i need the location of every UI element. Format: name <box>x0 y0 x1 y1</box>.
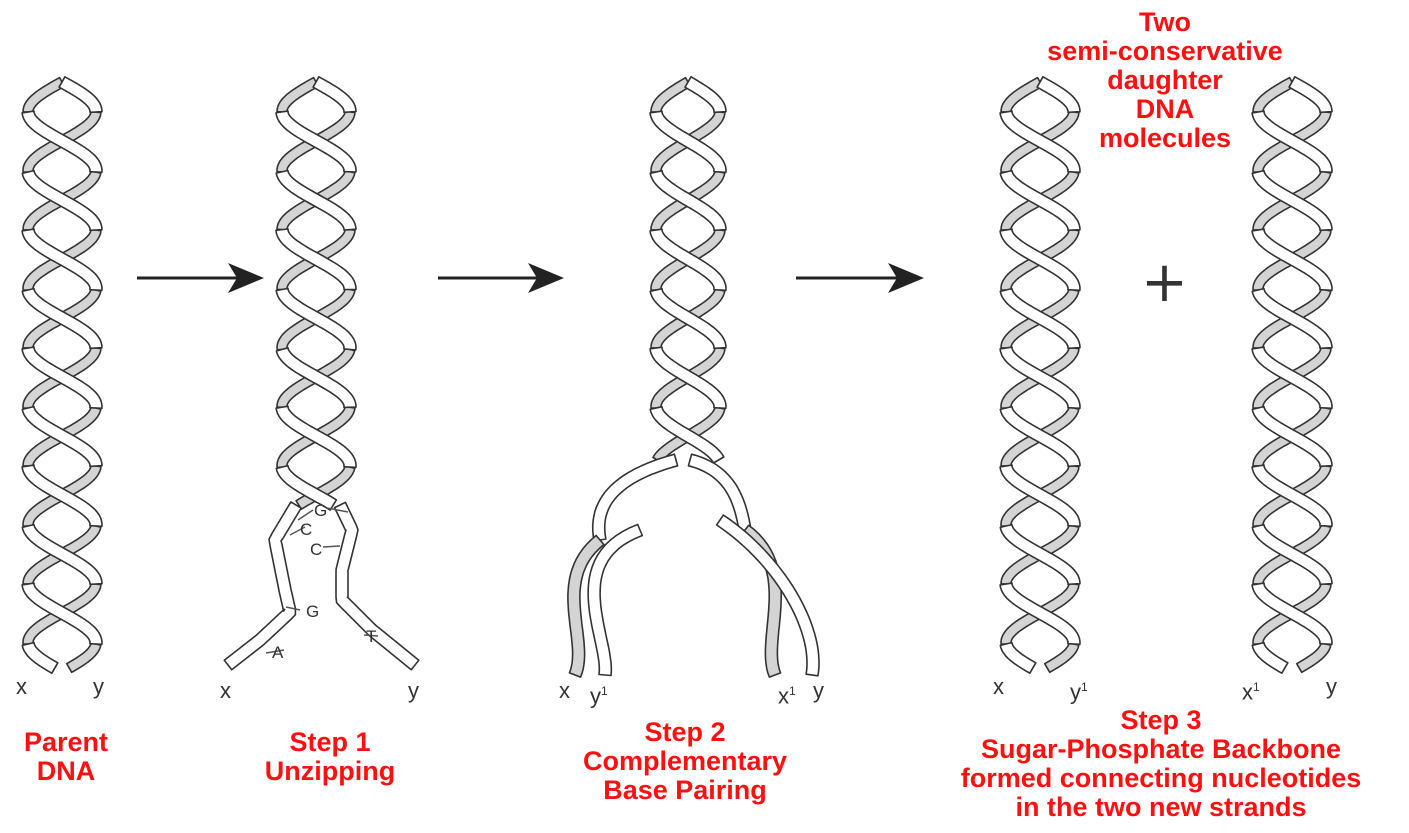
step2-label-y1-prime: 1 <box>601 684 608 698</box>
base-label-g1: G <box>314 502 327 519</box>
step1-label-y: y <box>408 680 419 702</box>
base-label-c2: C <box>310 541 322 558</box>
daughter1-front-strand <box>1000 643 1036 674</box>
caption-daughter-molecules: Two semi-conservative daughter DNA molec… <box>1015 8 1315 153</box>
parent-label-y: y <box>93 676 104 698</box>
step3-label-x1: x1 <box>1242 676 1260 703</box>
daughter-dna-helix-2 <box>1252 77 1332 673</box>
daughter-dna-helix-1 <box>1000 77 1080 673</box>
caption-parent-dna: Parent DNA <box>5 728 127 786</box>
base-label-t: T <box>366 628 376 645</box>
caption-step1: Step 1 Unzipping <box>255 728 405 786</box>
caption-line: Parent <box>5 728 127 757</box>
caption-line: DNA <box>5 757 127 786</box>
step1-back-strand <box>277 78 318 113</box>
caption-line: DNA <box>1015 95 1315 124</box>
caption-line: Complementary <box>546 747 824 776</box>
step1-right-strand <box>335 502 419 669</box>
step3-label-x: x <box>993 676 1004 698</box>
step3-label-y1-prime: 1 <box>1081 680 1088 694</box>
caption-step2: Step 2 Complementary Base Pairing <box>546 718 824 805</box>
step2-label-x1-prime: 1 <box>789 684 796 698</box>
step2-label-y: y <box>813 680 824 702</box>
parent-label-x: x <box>16 676 27 698</box>
step1-left-strand <box>224 502 301 670</box>
parent-dna-helix <box>22 77 102 673</box>
step3-label-x1-prime: 1 <box>1253 680 1260 694</box>
base-tick <box>298 510 313 520</box>
step3-label-y: y <box>1326 676 1337 698</box>
base-label-g2: G <box>306 603 319 620</box>
daughter2-front-strand <box>1252 643 1288 674</box>
parent-back-strand <box>67 643 101 673</box>
caption-line: in the two new strands <box>915 793 1407 822</box>
step1-unzipping-helix <box>224 77 418 670</box>
step2-base-pairing-helix <box>568 77 819 677</box>
step2-label-x1: x1 <box>778 680 796 707</box>
base-label-a: A <box>272 644 283 661</box>
step1-front-strand <box>313 77 356 113</box>
step2-label-x1-letter: x <box>778 683 789 708</box>
caption-line: Sugar-Phosphate Backbone <box>915 735 1407 764</box>
caption-line: Unzipping <box>255 757 405 786</box>
caption-line: Step 1 <box>255 728 405 757</box>
parent-front-strand <box>22 643 58 674</box>
step3-label-x1-letter: x <box>1242 679 1253 704</box>
step2-label-y1: y1 <box>590 680 608 707</box>
step3-label-y1: y1 <box>1070 676 1088 703</box>
caption-line: Step 2 <box>546 718 824 747</box>
daughter2-back-strand <box>1297 643 1331 673</box>
parent-back-strand <box>23 78 64 113</box>
step2-back-strand <box>651 78 691 113</box>
daughter1-back-strand <box>1045 643 1079 673</box>
caption-line: Two <box>1015 8 1315 37</box>
parent-front-strand <box>59 77 102 113</box>
plus-sign: + <box>1141 255 1188 311</box>
caption-step3: Step 3 Sugar-Phosphate Backbone formed c… <box>915 706 1407 822</box>
step3-label-y1-letter: y <box>1070 679 1081 704</box>
step1-label-x: x <box>220 680 231 702</box>
caption-line: molecules <box>1015 124 1315 153</box>
caption-line: daughter <box>1015 66 1315 95</box>
base-tick <box>323 546 340 547</box>
caption-line: Step 3 <box>915 706 1407 735</box>
caption-line: formed connecting nucleotides <box>915 764 1407 793</box>
step2-label-x: x <box>559 680 570 702</box>
step2-label-y1-letter: y <box>590 683 601 708</box>
caption-line: semi-conservative <box>1015 37 1315 66</box>
step2-front-strand <box>685 77 726 113</box>
base-label-c1: C <box>300 521 312 538</box>
caption-line: Base Pairing <box>546 776 824 805</box>
